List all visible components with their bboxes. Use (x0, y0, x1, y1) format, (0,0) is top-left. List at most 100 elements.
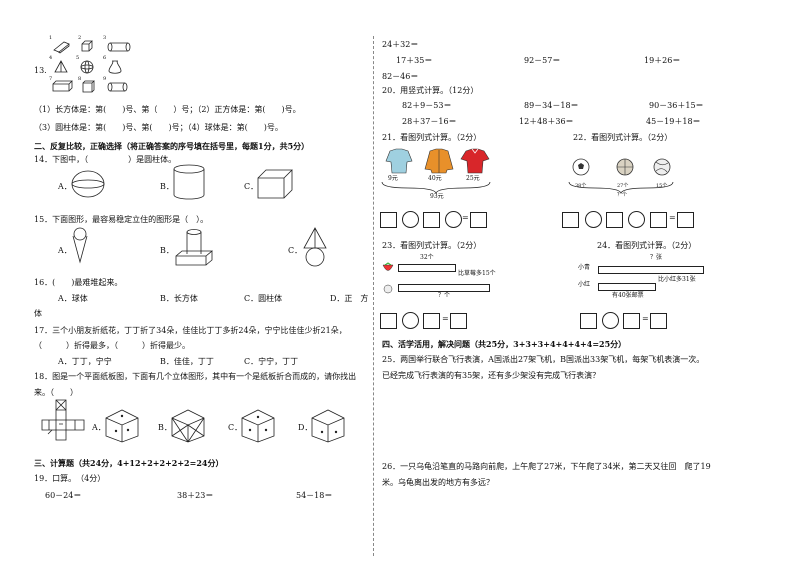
operator-circle[interactable] (585, 211, 602, 228)
answer-box[interactable] (606, 212, 623, 228)
strawberry-icon (382, 262, 394, 271)
answer-box[interactable] (562, 212, 579, 228)
answer-box[interactable] (650, 212, 667, 228)
option-label: D． (298, 423, 313, 432)
calc-item: 45－19＋18＝ (646, 117, 701, 126)
calc-item: 90－36＋15＝ (649, 101, 704, 110)
difference-label: 比草莓多15个 (458, 270, 496, 277)
option-label: C． (288, 246, 303, 255)
question-text: 15．下面图形，最容易稳定立住的图形是（ ）。 (34, 215, 209, 224)
operator-circle[interactable] (402, 211, 419, 228)
calc-item: 82＋9－53＝ (402, 101, 452, 110)
equals-sign: = (669, 213, 676, 222)
equals-sign: = (442, 314, 449, 323)
question-text: 19．口算。 （4分） (34, 474, 106, 483)
bar-pear (398, 284, 490, 292)
calc-item: 19＋26＝ (644, 56, 681, 65)
cube-icon (82, 80, 95, 93)
option-label: A． (58, 182, 72, 191)
section-heading: 四、活学活用，解决问题（共25分，3+3+3+4+4+4+4=25分） (382, 339, 627, 349)
question-mark-label: ？个 (617, 192, 628, 198)
volleyball-icon (653, 158, 671, 176)
person-label: 小红 (578, 281, 591, 288)
question-text: （3）圆柱体是：第( )号、第( )号；（4）球体是：第( )号。 (34, 123, 283, 132)
bar-label: 32个 (420, 254, 434, 261)
question-text: 26．一只乌龟沿笔直的马路向前爬，上午爬了27米，下午爬了34米，第二天又往回 … (382, 462, 711, 471)
question-mark-label: ？个 (438, 292, 451, 299)
question-text: 23．看图列式计算。（2分） (382, 241, 482, 250)
question-text: 21．看图列式计算。（2分） (382, 133, 482, 142)
cylinder-icon (107, 82, 128, 92)
count-label: 27个 (617, 183, 629, 189)
cylinder-on-box-icon (175, 229, 214, 266)
cube-option-icon (105, 409, 139, 443)
price-label: 9元 (388, 175, 398, 182)
cube-option-icon (311, 409, 345, 443)
calc-item: 82－46＝ (382, 72, 419, 81)
equals-sign: = (462, 213, 469, 222)
answer-box[interactable] (380, 212, 397, 228)
pear-icon (383, 284, 393, 294)
answer-box[interactable] (470, 212, 487, 228)
answer-box[interactable] (423, 212, 440, 228)
operator-circle[interactable] (445, 211, 462, 228)
option-label: A． (92, 423, 106, 432)
calc-item: 17＋35＝ (396, 56, 433, 65)
section-heading: 二、反复比较，正确选择（将正确答案的序号填在括号里，每题1分，共5分） (34, 141, 310, 151)
shirt-icon (460, 148, 490, 174)
bar-xiaohong (598, 283, 656, 291)
bar-strawberry (398, 264, 456, 272)
answer-box[interactable] (450, 313, 467, 329)
bar-label: 有40张邮票 (612, 292, 644, 299)
question-text: 25．两国举行联合飞行表演，A国派出27架飞机，B国派出33架飞机，每架飞机表演… (382, 355, 705, 364)
question-text: 24．看图列式计算。（2分） (597, 241, 697, 250)
total-brace (381, 181, 491, 195)
answer-box[interactable] (650, 313, 667, 329)
cone-icon (54, 60, 68, 73)
shape-label: 1 (49, 35, 53, 41)
sweater-icon (385, 148, 413, 174)
answer-box[interactable] (580, 313, 597, 329)
bar-label: ？张 (650, 254, 663, 261)
cube-icon (257, 169, 293, 199)
question-text: （1）长方体是：第( )号、第（ ）号；（2）正方体是：第( )号。 (34, 105, 301, 114)
shape-label: 6 (103, 55, 107, 61)
section-heading: 三、计算题（共24分，4+12+2+2+2+2=24分） (34, 458, 224, 468)
total-label: 93元 (430, 193, 444, 200)
cylinder-icon (173, 164, 205, 200)
option-label: B．佳佳，丁丁 (160, 357, 214, 366)
calc-item: 24＋32＝ (382, 40, 419, 49)
bar-xiaoqing (598, 266, 704, 274)
shape-label: 8 (78, 76, 82, 82)
cube-option-icon (241, 409, 275, 443)
question-text: （ ）折得最多，（ ）折得最少。 (34, 341, 190, 350)
calc-item: 92－57＝ (524, 56, 561, 65)
shape-label: 3 (103, 35, 107, 41)
operator-circle[interactable] (628, 211, 645, 228)
answer-box[interactable] (380, 313, 397, 329)
option-label: B． (158, 423, 172, 432)
shape-label: 7 (49, 76, 53, 82)
option-label: C． (228, 423, 243, 432)
total-brace (568, 181, 674, 195)
answer-box[interactable] (677, 212, 694, 228)
calc-item: 12＋48＋36＝ (519, 117, 574, 126)
answer-box[interactable] (423, 313, 440, 329)
operator-circle[interactable] (602, 312, 619, 329)
calc-item: 89－34－18＝ (524, 101, 579, 110)
option-label: B． (160, 246, 174, 255)
option-label: C． (244, 182, 259, 191)
cone-on-ball-icon (303, 227, 327, 267)
price-label: 25元 (466, 175, 480, 182)
soccer-ball-icon (572, 158, 590, 176)
answer-box[interactable] (623, 313, 640, 329)
shape-label: 9 (103, 76, 107, 82)
operator-circle[interactable] (402, 312, 419, 329)
question-text: 已经完成飞行表演的有35架，还有多少架没有完成飞行表演？ (382, 371, 601, 380)
question-text: 16．( )最难堆起来。 (34, 278, 123, 287)
option-label: B．长方体 (160, 294, 198, 303)
option-label: C．圆柱体 (244, 294, 283, 303)
cuboid-icon (53, 41, 70, 54)
question-text: 22．看图列式计算。（2分） (573, 133, 673, 142)
calc-item: 54－18＝ (296, 491, 333, 500)
